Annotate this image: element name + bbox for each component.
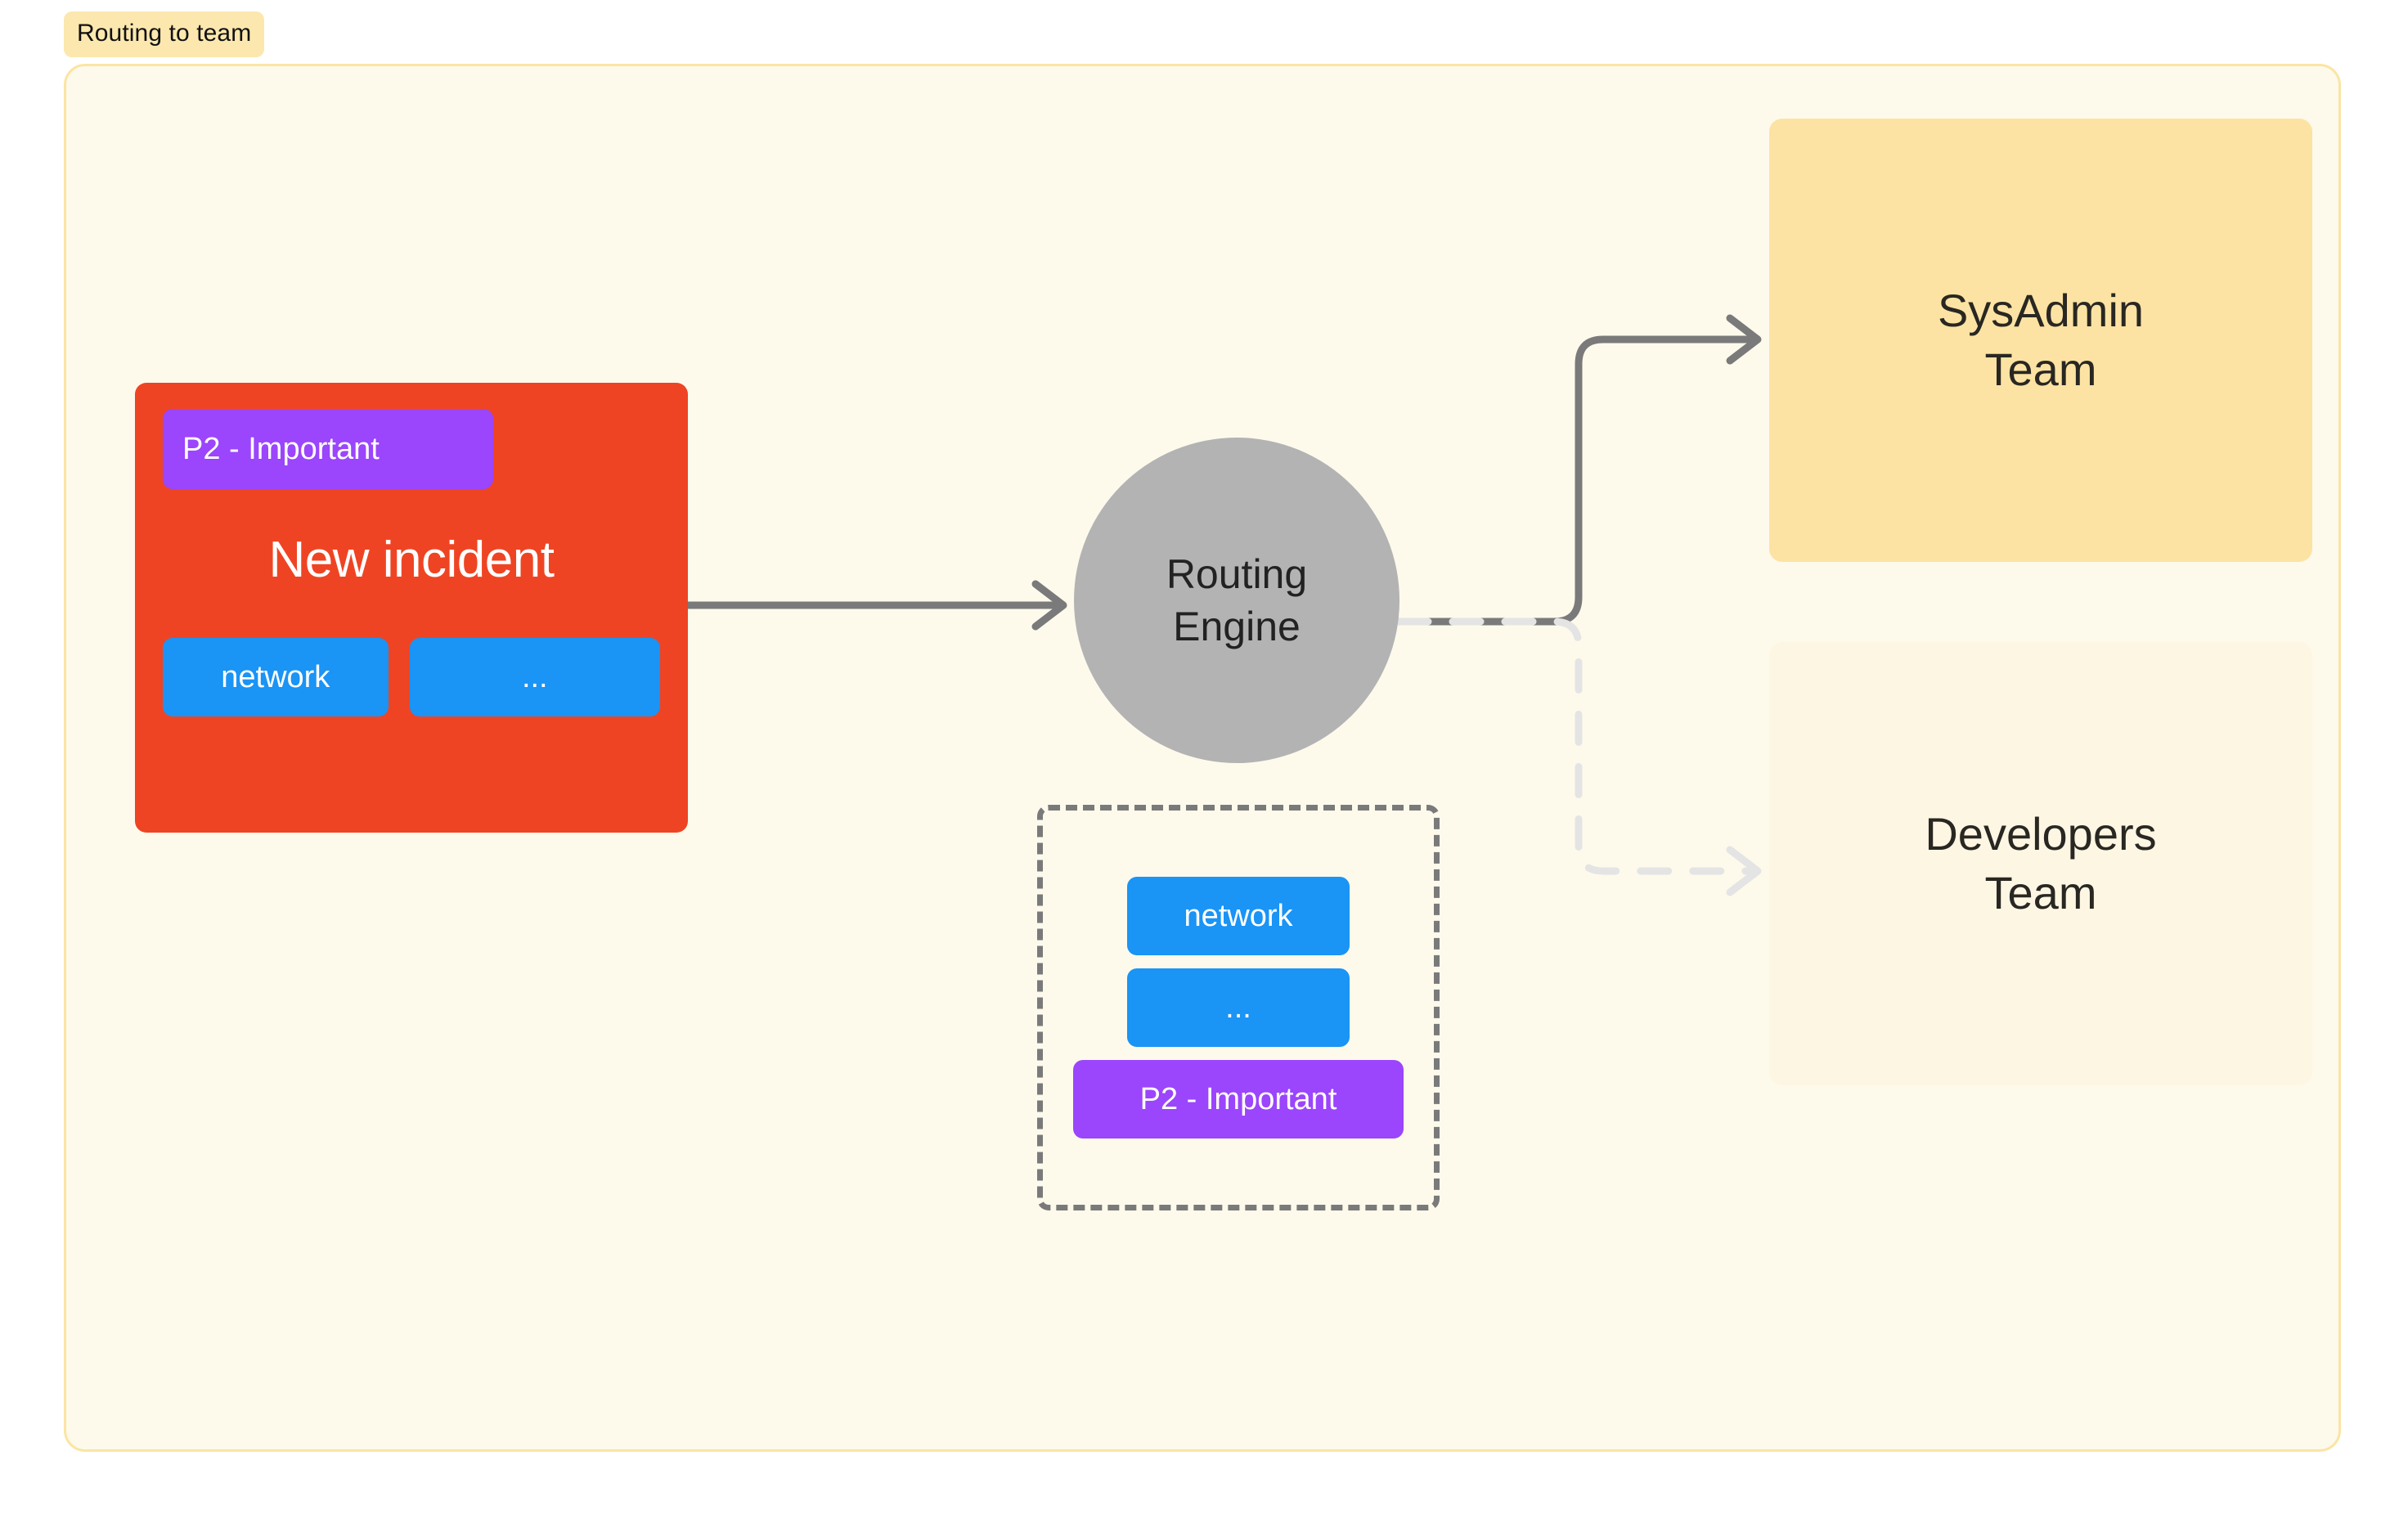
- incident-title: New incident: [268, 532, 555, 588]
- priority-badge: P2 - Important: [163, 409, 493, 489]
- team-box-sysadmin[interactable]: SysAdmin Team: [1769, 119, 2312, 562]
- diagram-caption: Routing to team: [64, 11, 265, 57]
- attribute-chip-priority: P2 - Important: [1073, 1060, 1404, 1138]
- team-sysadmin-label-line2: Team: [1984, 344, 2097, 395]
- extracted-attributes-box: network ... P2 - Important: [1037, 805, 1440, 1210]
- routing-engine-node[interactable]: Routing Engine: [1074, 438, 1399, 763]
- incident-tag-network: network: [163, 638, 389, 716]
- incident-tag-more: ...: [409, 638, 660, 716]
- team-developers-label-line1: Developers: [1925, 808, 2157, 860]
- team-sysadmin-label-line1: SysAdmin: [1937, 285, 2145, 337]
- routing-engine-label-line1: Routing: [1166, 551, 1308, 597]
- team-developers-label-line2: Team: [1984, 867, 2097, 918]
- incident-tag-row: network ...: [163, 638, 660, 716]
- incident-card[interactable]: P2 - Important New incident network ...: [135, 383, 688, 833]
- attribute-chip-network: network: [1127, 877, 1350, 955]
- attribute-chip-more: ...: [1127, 968, 1350, 1047]
- team-box-developers[interactable]: Developers Team: [1769, 642, 2312, 1085]
- routing-engine-label-line2: Engine: [1173, 604, 1301, 649]
